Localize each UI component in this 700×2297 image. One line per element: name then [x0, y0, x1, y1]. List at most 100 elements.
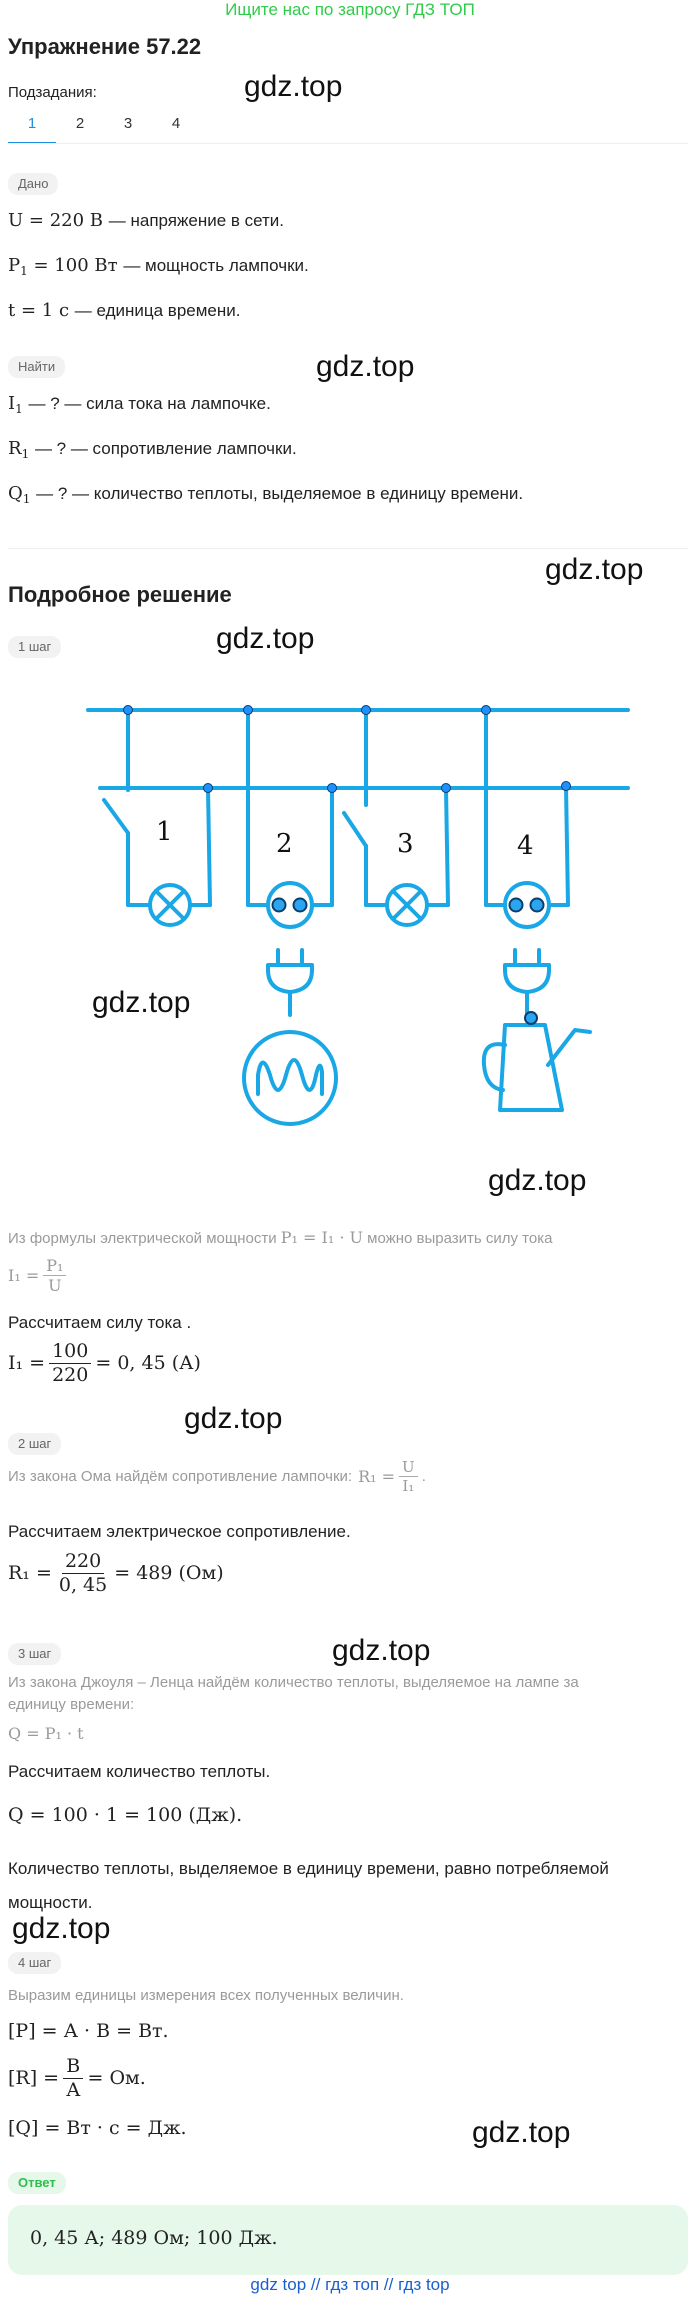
step1-power-formula: P₁ = I₁ · U: [280, 1228, 363, 1247]
step1-calc-lhs: I₁ =: [8, 1352, 46, 1375]
step1-text-part2: можно выразить силу тока: [367, 1230, 553, 1247]
step2-calc-den: 0, 45: [58, 1573, 108, 1596]
step1-chip-label: 1 шаг: [8, 636, 62, 658]
step3-note: Количество теплоты, выделяемое в единицу…: [8, 1859, 609, 1912]
tab-2[interactable]: 2: [75, 115, 85, 132]
step3-chip-label: 3 шаг: [8, 1643, 62, 1665]
find-chip-label: Найти: [8, 356, 66, 378]
watermark: gdz.top: [472, 2116, 571, 2149]
unit1-switch: [102, 798, 130, 835]
given-chip-label: Дано: [8, 173, 59, 195]
watermark: gdz.top: [92, 986, 191, 1019]
top-banner[interactable]: Ищите нас по запросу ГДЗ ТОП: [225, 0, 475, 19]
find-symbol: I: [8, 393, 16, 414]
given-value: = 1 с: [20, 300, 70, 321]
step2-calc-fraction: 220 0, 45: [56, 1550, 110, 1597]
step4-line-r-den: А: [66, 2078, 81, 2101]
step1-expression: I₁ = P₁ U: [8, 1256, 70, 1295]
given-value: = 220 В: [28, 210, 104, 231]
subtasks-label: Подзадания:: [8, 84, 97, 101]
step2-fraction: U I₁: [399, 1458, 418, 1495]
step2-calc-label: Рассчитаем электрическое сопротивление.: [8, 1522, 351, 1541]
tab-1[interactable]: 1: [8, 115, 56, 144]
step2-formula-lhs: R₁ =: [358, 1467, 396, 1486]
step1-text-part1: Из формулы электрической мощности: [8, 1230, 277, 1247]
step3-calc: Q = 100 · 1 = 100 (Дж).: [8, 1804, 243, 1826]
step2-fraction-num: U: [399, 1458, 418, 1477]
answer-chip-label: Ответ: [8, 2172, 66, 2194]
step1-calc-den: 220: [52, 1363, 89, 1386]
unit2-heater: [242, 1030, 338, 1126]
step4-line-r-num: В: [63, 2055, 84, 2079]
step3-chip: 3 шаг: [8, 1643, 62, 1665]
step2-text-body: Из закона Ома найдём сопротивление лампо…: [8, 1468, 353, 1485]
solution-title: Подробное решение: [8, 582, 232, 607]
watermark: gdz.top: [12, 1912, 111, 1945]
find-row-r: R1 — ? — сопротивление лампочки.: [8, 438, 297, 461]
given-symbol: U: [8, 210, 24, 231]
find-symbol: Q: [8, 483, 23, 504]
step1-chip: 1 шаг: [8, 636, 62, 658]
tab-4[interactable]: 4: [171, 115, 181, 132]
step1-fraction-den: U: [48, 1276, 62, 1296]
answer-chip: Ответ: [8, 2172, 66, 2194]
unit-label-2: 2: [276, 829, 293, 859]
given-value: = 100 Вт: [33, 255, 118, 276]
step2-calc-num: 220: [61, 1550, 105, 1574]
step1-calc: I₁ = 100 220 = 0, 45 (А): [8, 1340, 201, 1387]
unit-label-3: 3: [397, 829, 414, 859]
step3-text: Из закона Джоуля – Ленца найдём количест…: [8, 1674, 579, 1713]
step1-calc-fraction: 100 220: [49, 1340, 92, 1387]
watermark: gdz.top: [332, 1634, 431, 1667]
step2-text: Из закона Ома найдём сопротивление лампо…: [8, 1458, 426, 1495]
find-symbol: R: [8, 438, 22, 459]
section-divider: [8, 548, 688, 549]
unit4-socket: [503, 881, 551, 929]
watermark: gdz.top: [316, 350, 415, 383]
unit-label-4: 4: [517, 831, 534, 861]
answer-text: 0, 45 А; 489 Ом; 100 Дж.: [30, 2227, 278, 2249]
step1-expression-lhs: I₁ =: [8, 1266, 40, 1286]
step1-calc-result: = 0, 45 (А): [95, 1352, 201, 1375]
step2-calc-result: = 489 (Ом): [114, 1562, 224, 1585]
watermark: gdz.top: [216, 622, 315, 655]
find-chip: Найти: [8, 356, 66, 378]
step4-line-p: [P] = А · В = Вт.: [8, 2020, 169, 2042]
step4-line-r-result: = Ом.: [87, 2067, 146, 2090]
given-chip: Дано: [8, 173, 59, 195]
step1-calc-num: 100: [49, 1340, 92, 1364]
step4-chip: 4 шаг: [8, 1952, 62, 1974]
tabs-divider: [8, 143, 688, 144]
step2-fraction-den: I₁: [402, 1477, 415, 1495]
step3-calc-label: Рассчитаем количество теплоты.: [8, 1762, 271, 1781]
given-description: — напряжение в сети.: [108, 211, 285, 230]
step3-formula: Q = P₁ · t: [8, 1724, 84, 1743]
step2-calc-lhs: R₁ =: [8, 1562, 52, 1585]
footer-links[interactable]: gdz top // гдз топ // гдз top: [250, 2275, 450, 2294]
step4-chip-label: 4 шаг: [8, 1952, 62, 1974]
step2-calc: R₁ = 220 0, 45 = 489 (Ом): [8, 1550, 224, 1597]
unit-label-1: 1: [156, 817, 173, 847]
step4-line-r: [R] = В А = Ом.: [8, 2055, 146, 2102]
unit4-kettle: [498, 1023, 564, 1112]
find-description: — ? — количество теплоты, выделяемое в е…: [36, 484, 524, 503]
find-row-q: Q1 — ? — количество теплоты, выделяемое …: [8, 483, 523, 506]
step1-calc-label: Рассчитаем силу тока .: [8, 1313, 192, 1332]
find-description: — ? — сила тока на лампочке.: [28, 394, 271, 413]
given-row-t: t = 1 с — единица времени.: [8, 300, 240, 321]
find-subscript: 1: [15, 402, 23, 416]
step4-line-r-lhs: [R] =: [8, 2067, 60, 2090]
watermark: gdz.top: [244, 70, 343, 103]
watermark: gdz.top: [184, 1402, 283, 1435]
watermark: gdz.top: [545, 553, 644, 586]
given-subscript: 1: [20, 264, 28, 278]
step4-text: Выразим единицы измерения всех полученны…: [8, 1987, 404, 2004]
step2-chip-label: 2 шаг: [8, 1433, 62, 1455]
find-subscript: 1: [21, 447, 30, 461]
subtask-tabs: 1 2 3 4: [8, 115, 200, 144]
given-row-p: P1 = 100 Вт — мощность лампочки.: [8, 255, 309, 278]
given-symbol: P: [8, 255, 21, 276]
step4-line-r-fraction: В А: [63, 2055, 84, 2102]
given-symbol: t: [8, 300, 16, 321]
tab-3[interactable]: 3: [123, 115, 133, 132]
